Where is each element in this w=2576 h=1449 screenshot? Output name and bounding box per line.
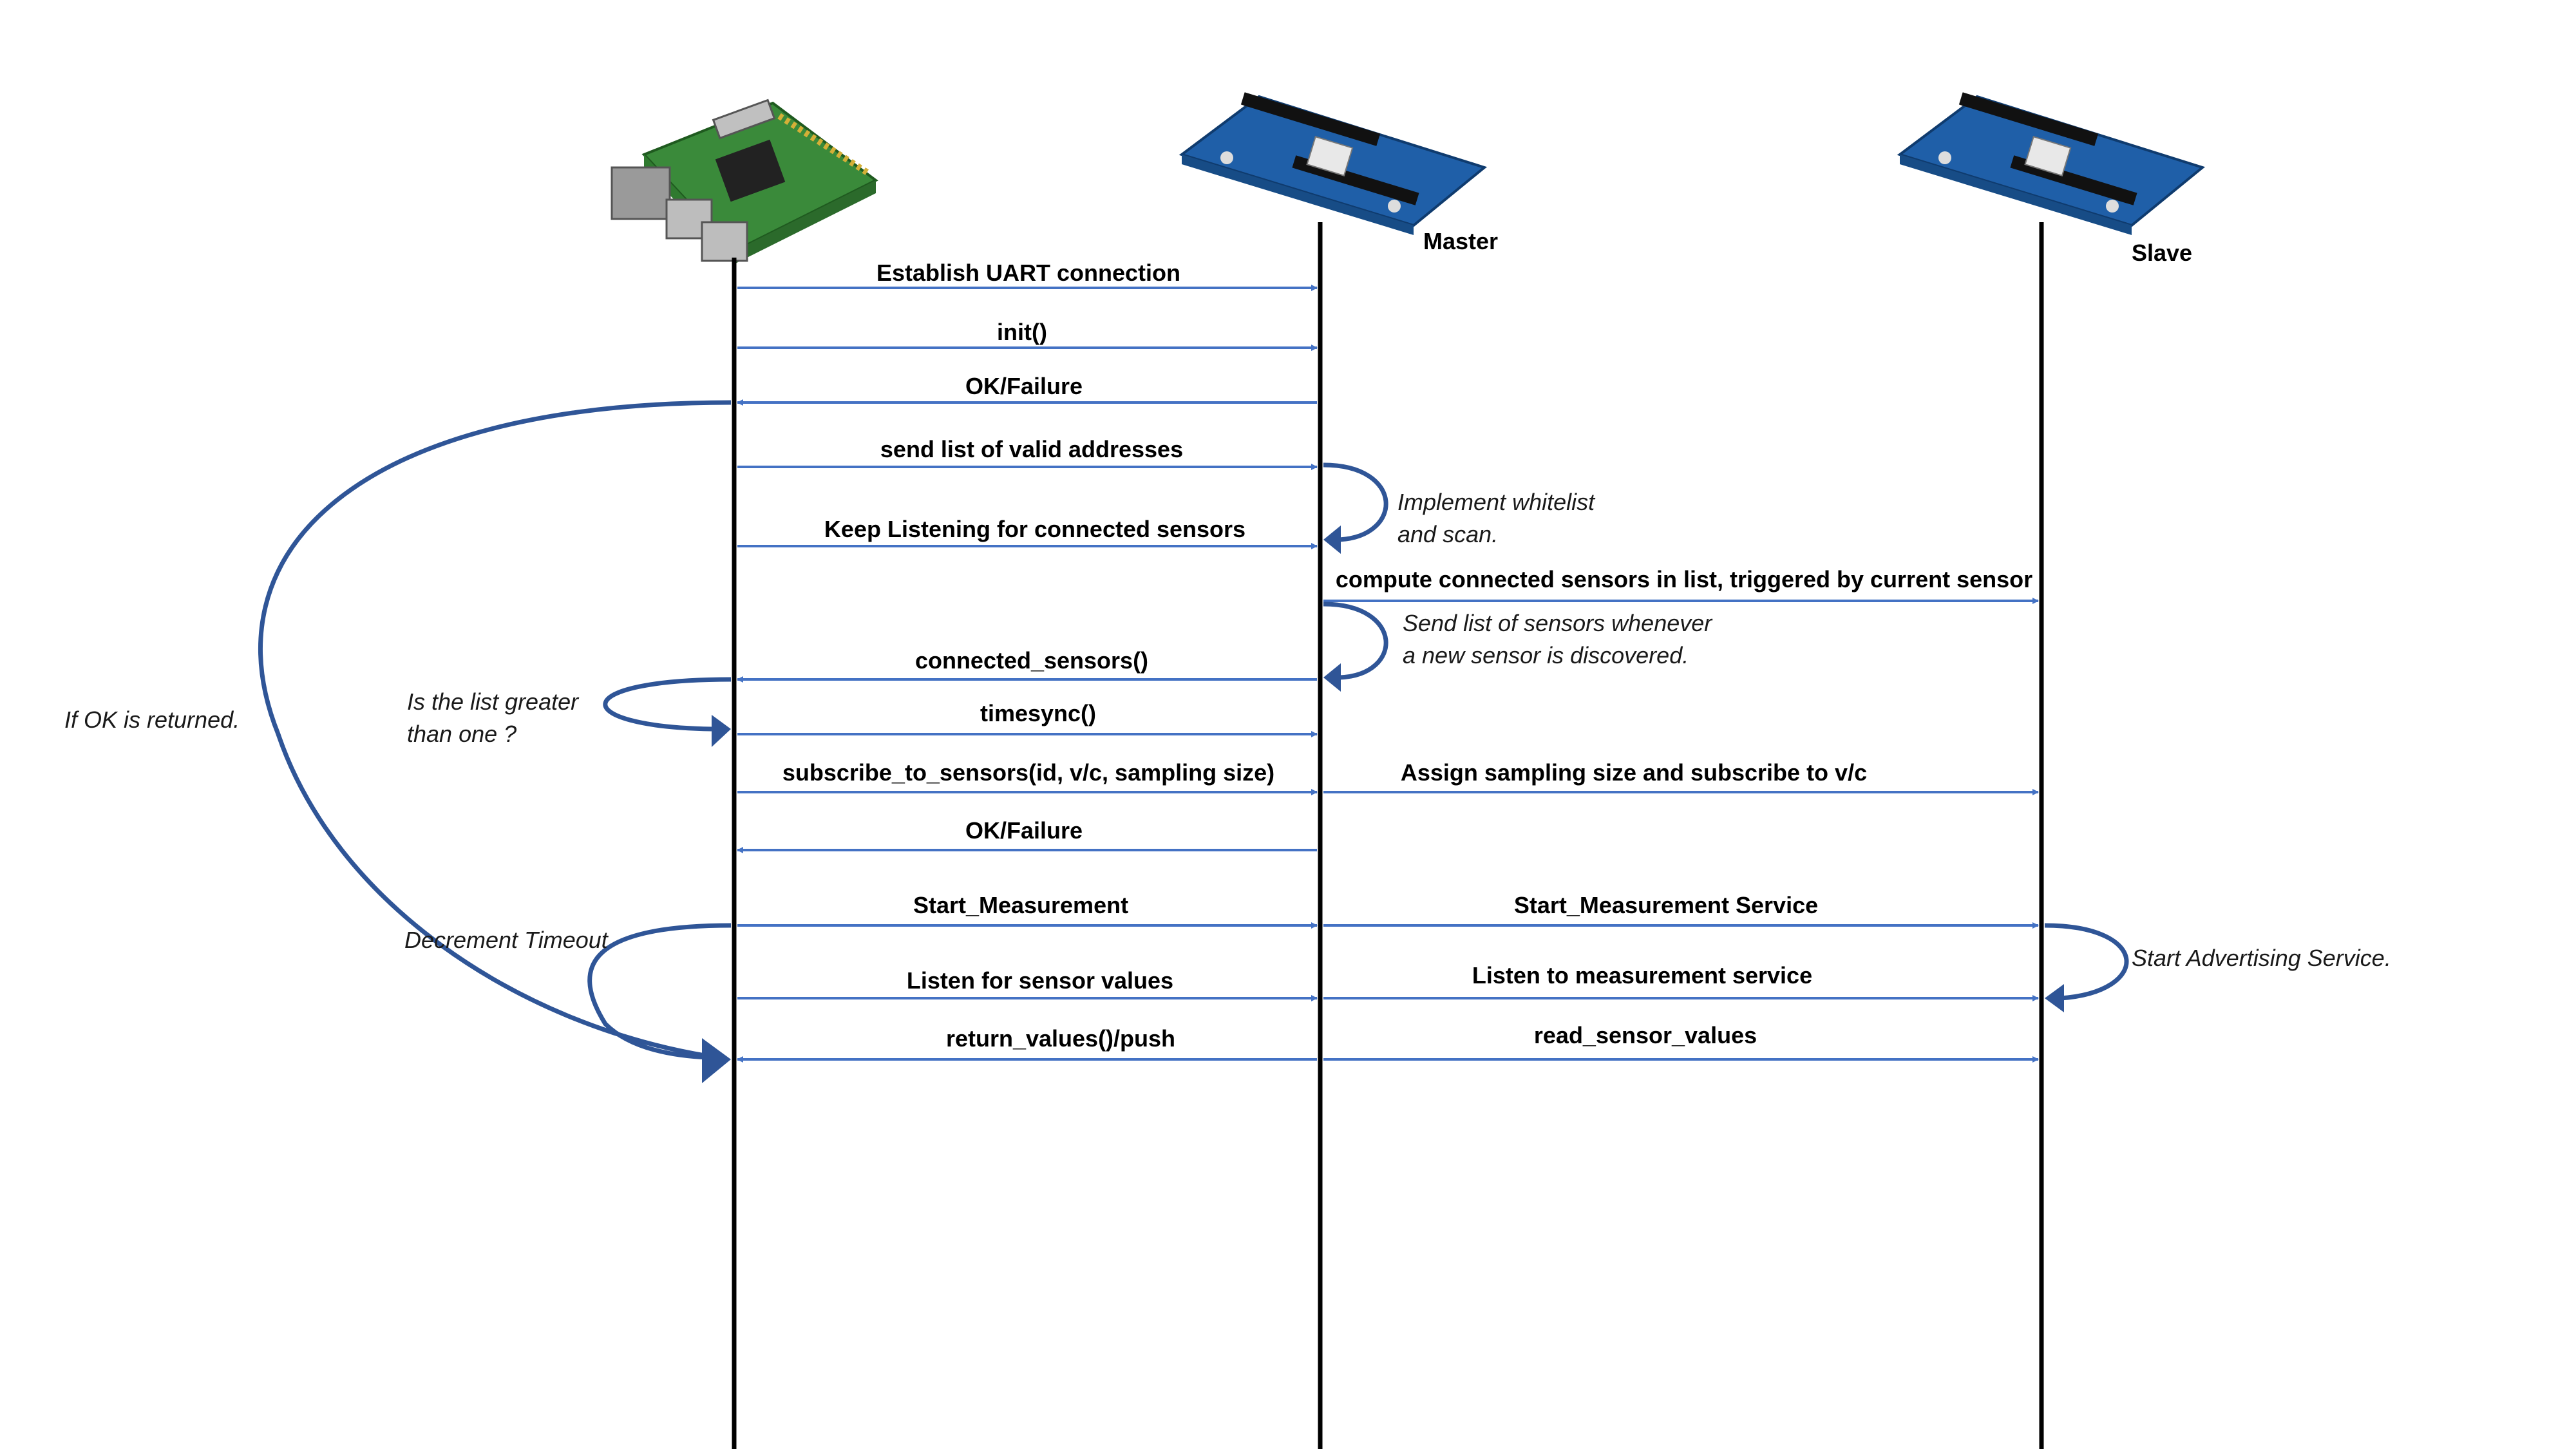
message-label: timesync() <box>980 700 1096 726</box>
loop-send-list <box>1323 601 1388 692</box>
message-timesync: timesync() <box>737 700 1318 737</box>
message-label: Listen for sensor values <box>907 967 1173 994</box>
message-label: Start_Measurement <box>913 892 1128 918</box>
message-label: send list of valid addresses <box>880 436 1183 462</box>
note-whitelist-2: and scan. <box>1397 521 1498 547</box>
loop-decrement <box>587 923 732 1060</box>
message-label: connected_sensors() <box>915 647 1148 674</box>
loop-ok-returned <box>258 400 732 1083</box>
message-compute-connected: compute connected sensors in list, trigg… <box>1323 566 2039 604</box>
message-return-values: return_values()/push <box>737 1025 1317 1063</box>
message-ok-failure-2: OK/Failure <box>737 817 1317 853</box>
slave-label: Slave <box>2132 240 2192 266</box>
note-decrement-timeout: Decrement Timeout <box>404 927 609 953</box>
message-label: init() <box>997 319 1047 345</box>
message-listen-sensor-values: Listen for sensor values <box>737 967 1318 1001</box>
note-list-greater-1: Is the list greater <box>407 688 580 715</box>
message-label: Listen to measurement service <box>1472 962 1812 989</box>
message-label: Start_Measurement Service <box>1514 892 1818 918</box>
message-label: Establish UART connection <box>876 260 1180 286</box>
message-label: compute connected sensors in list, trigg… <box>1336 566 2032 592</box>
message-ok-failure-1: OK/Failure <box>737 373 1317 406</box>
message-send-list: send list of valid addresses <box>737 436 1318 470</box>
master-label: Master <box>1423 228 1498 254</box>
message-init: init() <box>737 319 1318 351</box>
message-label: return_values()/push <box>946 1025 1175 1052</box>
note-list-greater-2: than one ? <box>407 721 516 747</box>
loop-list-greater <box>603 677 732 747</box>
message-label: OK/Failure <box>965 373 1083 399</box>
message-label: subscribe_to_sensors(id, v/c, sampling s… <box>782 759 1274 786</box>
loop-advertising <box>2044 923 2129 1012</box>
raspberry-pi-board-icon <box>611 99 878 264</box>
message-start-measurement-service: Start_Measurement Service <box>1323 892 2039 929</box>
message-listen-measurement-service: Listen to measurement service <box>1323 962 2039 1001</box>
message-assign-sampling: Assign sampling size and subscribe to v/… <box>1323 759 2039 795</box>
message-label: Assign sampling size and subscribe to v/… <box>1401 759 1867 786</box>
message-read-sensor-values: read_sensor_values <box>1323 1022 2039 1063</box>
message-connected-sensors: connected_sensors() <box>737 647 1317 683</box>
note-whitelist-1: Implement whitelist <box>1397 489 1596 515</box>
message-establish-uart: Establish UART connection <box>737 260 1318 291</box>
note-send-list-1: Send list of sensors whenever <box>1403 610 1713 636</box>
note-send-list-2: a new sensor is discovered. <box>1403 642 1689 668</box>
message-start-measurement: Start_Measurement <box>737 892 1318 929</box>
message-label: OK/Failure <box>965 817 1083 844</box>
note-ok-returned: If OK is returned. <box>64 706 240 733</box>
message-keep-listening: Keep Listening for connected sensors <box>737 516 1318 549</box>
loop-whitelist <box>1323 462 1388 554</box>
note-advertising: Start Advertising Service. <box>2132 945 2391 971</box>
master-board-icon <box>1179 92 1488 235</box>
slave-board-icon <box>1897 92 2206 235</box>
message-subscribe: subscribe_to_sensors(id, v/c, sampling s… <box>737 759 1318 795</box>
message-label: read_sensor_values <box>1534 1022 1757 1048</box>
message-label: Keep Listening for connected sensors <box>824 516 1245 542</box>
